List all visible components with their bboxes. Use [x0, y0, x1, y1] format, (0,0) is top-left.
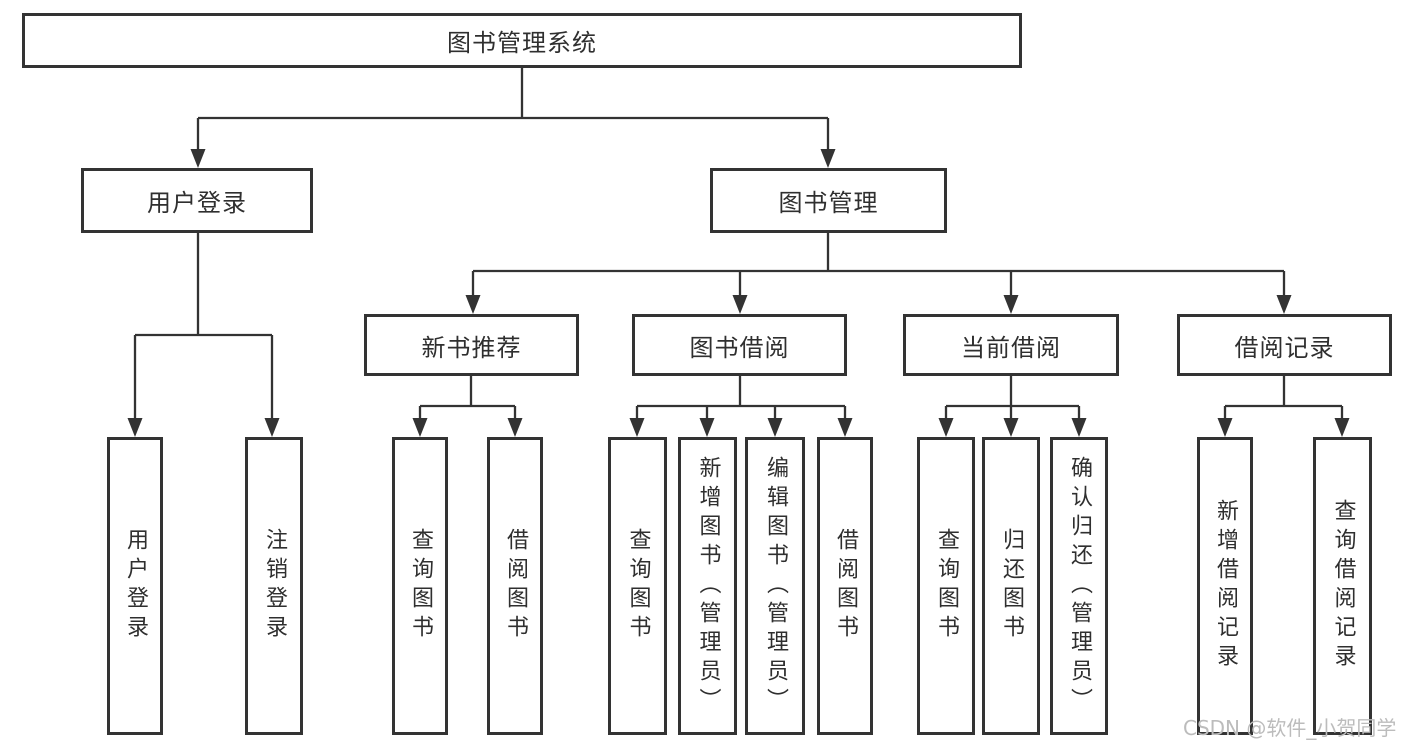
node-user-login: 用户登录: [81, 168, 313, 233]
node-borrow-records-label: 借阅记录: [1234, 333, 1335, 362]
leaf-borrowing-query-label: 查询图书: [625, 528, 651, 644]
leaf-borrowing-add: 新增图书（管理员）: [678, 437, 737, 735]
leaf-logout: 注销登录: [245, 437, 303, 735]
node-current-borrow: 当前借阅: [903, 314, 1119, 376]
leaf-current-return: 归还图书: [982, 437, 1040, 735]
leaf-borrowing-borrow: 借阅图书: [817, 437, 873, 735]
leaf-current-confirm: 确认归还（管理员）: [1050, 437, 1108, 735]
leaf-records-add: 新增借阅记录: [1197, 437, 1253, 735]
leaf-newbooks-borrow-label: 借阅图书: [503, 528, 528, 644]
leaf-borrowing-edit-label: 编辑图书（管理员）: [763, 455, 788, 717]
leaf-newbooks-query-label: 查询图书: [408, 528, 433, 644]
leaf-current-confirm-label: 确认归还（管理员）: [1067, 455, 1092, 717]
leaf-current-return-label: 归还图书: [999, 528, 1024, 644]
node-borrowing-label: 图书借阅: [689, 333, 790, 362]
watermark: CSDN @软件_小贺同学: [1183, 716, 1397, 740]
node-current-borrow-label: 当前借阅: [961, 333, 1061, 362]
leaf-borrowing-query: 查询图书: [608, 437, 667, 735]
leaf-borrowing-borrow-label: 借阅图书: [833, 528, 858, 644]
node-borrow-records: 借阅记录: [1177, 314, 1392, 376]
node-user-login-label: 用户登录: [147, 189, 247, 217]
leaf-current-query: 查询图书: [917, 437, 975, 735]
leaf-newbooks-query: 查询图书: [392, 437, 448, 735]
leaf-records-query: 查询借阅记录: [1313, 437, 1372, 735]
connector-path: [133, 68, 1344, 420]
leaf-logout-label: 注销登录: [262, 528, 287, 644]
node-root-label: 图书管理系统: [447, 29, 597, 57]
leaf-user-login: 用户登录: [107, 437, 163, 735]
leaf-current-query-label: 查询图书: [934, 528, 959, 644]
node-borrowing: 图书借阅: [632, 314, 847, 376]
node-book-mgmt: 图书管理: [710, 168, 947, 233]
leaf-user-login-label: 用户登录: [123, 528, 148, 644]
node-book-mgmt-label: 图书管理: [778, 189, 879, 217]
leaf-records-add-label: 新增借阅记录: [1213, 499, 1238, 673]
node-new-books-label: 新书推荐: [421, 333, 522, 362]
leaf-borrowing-add-label: 新增图书（管理员）: [695, 455, 721, 717]
leaf-newbooks-borrow: 借阅图书: [487, 437, 543, 735]
leaf-records-query-label: 查询借阅记录: [1330, 499, 1356, 673]
node-new-books: 新书推荐: [364, 314, 579, 376]
node-root: 图书管理系统: [22, 13, 1022, 68]
leaf-borrowing-edit: 编辑图书（管理员）: [745, 437, 805, 735]
